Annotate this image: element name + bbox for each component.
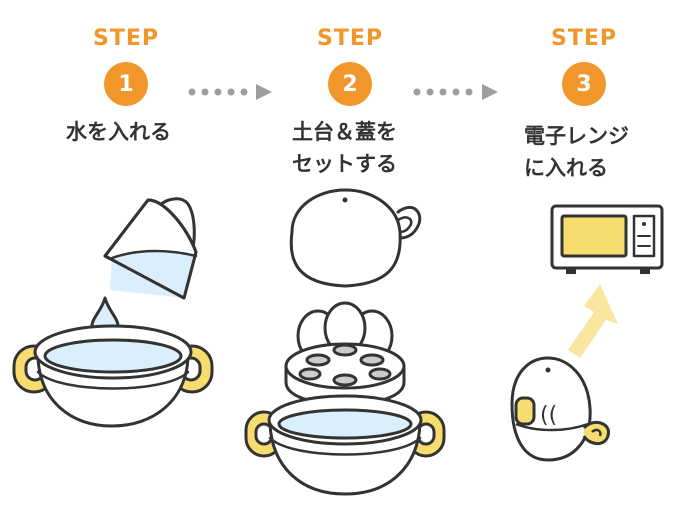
step-3-badge: 3: [562, 62, 606, 106]
egg-tray-icon: [284, 342, 406, 406]
closed-egg-cooker-icon: [510, 356, 610, 462]
step-1-caption-line-1: 水を入れる: [66, 120, 171, 144]
step-3-caption: 電子レンジ に入れる: [524, 120, 629, 184]
step-1-label: STEP: [92, 26, 159, 51]
step-3-caption-line-1: 電子レンジ: [524, 124, 629, 148]
step-2-badge: 2: [328, 62, 372, 106]
step-3-number: 3: [576, 71, 592, 97]
pot-icon: [12, 324, 214, 428]
dotted-arrow-1-2: [188, 84, 272, 100]
step-2-caption-line-1: 土台＆蓋を: [292, 120, 397, 144]
egg-cooker-lid-icon: [289, 188, 422, 288]
step-2-label: STEP: [316, 26, 383, 51]
step-2-caption-line-2: セットする: [292, 152, 397, 176]
step-3-caption-line-2: に入れる: [524, 156, 608, 180]
up-arrow-icon: [568, 284, 618, 358]
step-3-label: STEP: [550, 26, 617, 51]
pitcher-icon: [103, 197, 198, 300]
step-2-caption: 土台＆蓋を セットする: [292, 116, 397, 180]
microwave-icon: [550, 204, 664, 274]
step-1-number: 1: [118, 71, 134, 97]
step-1-caption: 水を入れる: [66, 116, 171, 148]
egg-cooker-mark: ((: [540, 403, 557, 428]
step-1-badge: 1: [104, 62, 148, 106]
dotted-arrow-2-3: [413, 84, 498, 100]
step-2-number: 2: [342, 71, 358, 97]
pot-icon-2: [244, 394, 446, 496]
